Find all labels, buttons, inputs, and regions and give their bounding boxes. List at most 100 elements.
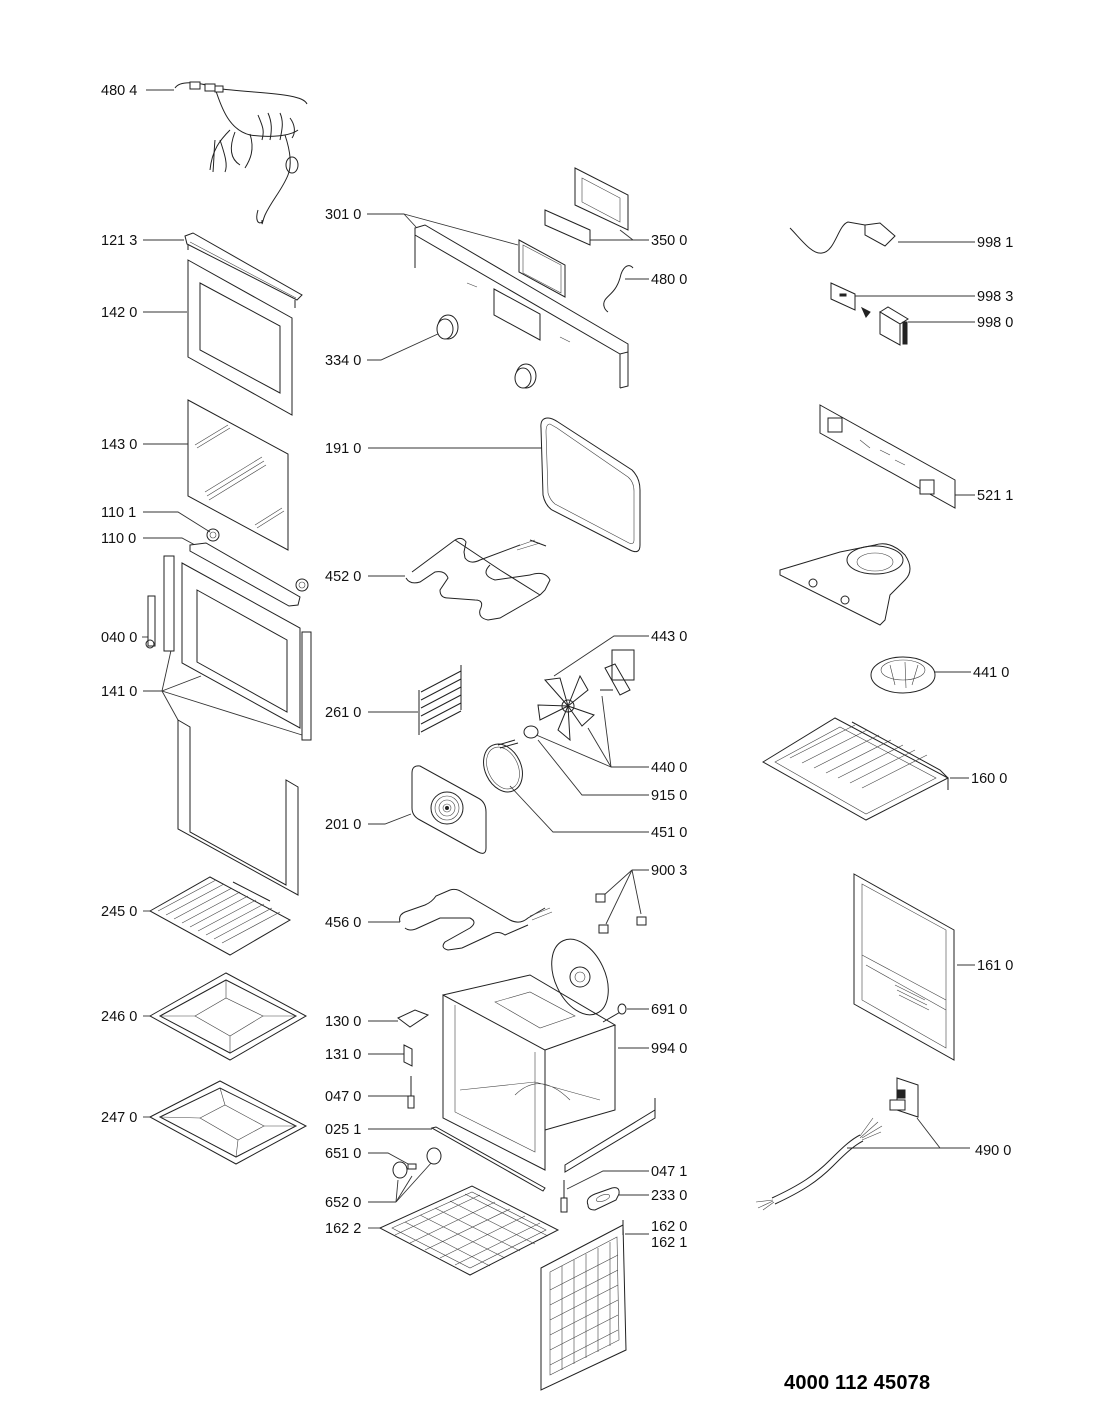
- leader-651-0: [368, 1152, 411, 1166]
- part-110-0[interactable]: 110 0: [101, 531, 309, 607]
- part-334-0[interactable]: 334 0: [325, 314, 537, 389]
- oven-cavity-drawing: [442, 974, 656, 1173]
- lamp-cover-drawing: [392, 1147, 442, 1179]
- label-334-0: 334 0: [325, 353, 361, 369]
- label-130-0: 130 0: [325, 1014, 361, 1030]
- part-121-3[interactable]: 121 3: [101, 232, 303, 308]
- part-443-0[interactable]: 443 0: [553, 629, 687, 696]
- label-994-0: 994 0: [651, 1041, 687, 1057]
- part-301-0[interactable]: 301 0: [325, 207, 629, 389]
- label-651-0: 651 0: [325, 1146, 361, 1162]
- leader-490-0: [847, 1117, 970, 1149]
- part-142-0[interactable]: 142 0: [101, 259, 293, 416]
- part-521-1[interactable]: 521 1: [819, 404, 1013, 509]
- label-301-0: 301 0: [325, 207, 361, 223]
- part-040-0[interactable]: 040 0: [101, 595, 156, 649]
- part-247-0[interactable]: 247 0: [101, 1080, 308, 1165]
- door-handle-drawing: [189, 542, 309, 607]
- label-191-0: 191 0: [325, 441, 361, 457]
- leader-443-0: [553, 635, 649, 677]
- nut-drawing: [523, 725, 539, 739]
- label-440-0: 440 0: [651, 760, 687, 776]
- label-998-3: 998 3: [977, 289, 1013, 305]
- control-knob-drawing: [436, 314, 537, 389]
- middle-door-glass-drawing: [187, 399, 289, 551]
- part-143-0[interactable]: 143 0: [101, 399, 289, 551]
- part-047-0[interactable]: 047 0: [325, 1076, 415, 1109]
- lamp-holder-drawing: [407, 1163, 417, 1170]
- circular-element-drawing: [483, 739, 523, 793]
- part-162-1[interactable]: 162 1: [651, 1235, 687, 1251]
- foot-drawing: [586, 1187, 620, 1211]
- part-131-0[interactable]: 131 0: [325, 1044, 413, 1067]
- rear-fan-cover-drawing: [411, 765, 487, 854]
- leader-334-0: [367, 332, 441, 361]
- display-window-drawing: [518, 239, 566, 298]
- part-141-0[interactable]: 141 0: [101, 555, 312, 896]
- part-246-0[interactable]: 246 0: [101, 972, 308, 1061]
- door-frame-drawing: [163, 555, 312, 896]
- part-456-0[interactable]: 456 0: [325, 888, 553, 951]
- leader-350-0: [590, 229, 649, 241]
- part-162-2[interactable]: 162 2: [325, 1185, 560, 1276]
- part-900-3[interactable]: 900 3: [595, 863, 687, 934]
- part-110-1[interactable]: 110 1: [101, 505, 220, 542]
- label-201-0: 201 0: [325, 817, 361, 833]
- label-sticker-drawing: [830, 282, 871, 318]
- part-350-0[interactable]: 350 0: [544, 167, 687, 249]
- rear-plate-drawing: [551, 938, 609, 1016]
- part-915-0[interactable]: 915 0: [523, 725, 687, 804]
- part-047-1[interactable]: 047 1: [560, 1164, 687, 1213]
- part-201-0[interactable]: 201 0: [325, 765, 487, 854]
- part-162-0[interactable]: 162 0: [625, 1219, 687, 1235]
- label-691-0: 691 0: [651, 1002, 687, 1018]
- part-691-0[interactable]: 691 0: [602, 1002, 687, 1023]
- part-441-0[interactable]: 441 0: [870, 656, 1009, 694]
- part-191-0[interactable]: 191 0: [325, 417, 641, 553]
- part-452-0[interactable]: 452 0: [325, 537, 551, 621]
- part-998-1[interactable]: 998 1: [789, 221, 1013, 254]
- documentation-kit-drawing: [879, 306, 909, 346]
- label-040-0: 040 0: [101, 630, 137, 646]
- part-994-0[interactable]: 994 0: [442, 974, 687, 1173]
- part-245-0[interactable]: 245 0: [101, 876, 292, 956]
- label-110-1: 110 1: [101, 505, 136, 521]
- cable-drawing: [603, 265, 634, 313]
- part-480-4[interactable]: 480 4: [101, 81, 308, 225]
- outer-door-glass-drawing: [187, 259, 293, 416]
- connector-cable-drawing: [789, 221, 896, 254]
- label-480-4: 480 4: [101, 83, 137, 99]
- blower-housing-drawing: [779, 543, 911, 626]
- label-160-0: 160 0: [971, 771, 1007, 787]
- leader-110-0: [143, 537, 196, 546]
- part-998-3[interactable]: 998 3: [830, 282, 1013, 318]
- wire-shelf-drawing: [148, 876, 292, 956]
- label-141-0: 141 0: [101, 684, 137, 700]
- part-480-0[interactable]: 480 0: [603, 265, 688, 313]
- part-651-0[interactable]: 651 0: [325, 1146, 417, 1170]
- part-652-0[interactable]: 652 0: [325, 1147, 442, 1211]
- part-025-1[interactable]: 025 1: [325, 1122, 546, 1192]
- door-hinge-drawing: [145, 595, 156, 649]
- label-441-0: 441 0: [973, 665, 1009, 681]
- label-246-0: 246 0: [101, 1009, 137, 1025]
- part-130-0[interactable]: 130 0: [325, 1009, 430, 1030]
- part-440-0[interactable]: 440 0: [533, 674, 687, 776]
- sensor-drawing: [407, 1076, 415, 1109]
- label-245-0: 245 0: [101, 904, 137, 920]
- leader-451-0: [509, 785, 649, 833]
- label-350-0: 350 0: [651, 233, 687, 249]
- part-451-0[interactable]: 451 0: [476, 738, 687, 841]
- label-131-0: 131 0: [325, 1047, 361, 1063]
- bottom-element-drawing: [399, 888, 553, 951]
- door-gasket-drawing: [540, 417, 641, 553]
- part-233-0[interactable]: 233 0: [586, 1187, 687, 1211]
- label-162-0: 162 0: [651, 1219, 687, 1235]
- label-247-0: 247 0: [101, 1110, 137, 1126]
- part-261-0[interactable]: 261 0: [325, 665, 462, 735]
- part-490-0[interactable]: 490 0: [755, 1077, 1011, 1211]
- part-160-0[interactable]: 160 0: [762, 717, 1007, 821]
- part-161-0[interactable]: 161 0: [853, 873, 1013, 1061]
- part-998-0[interactable]: 998 0: [879, 306, 1013, 346]
